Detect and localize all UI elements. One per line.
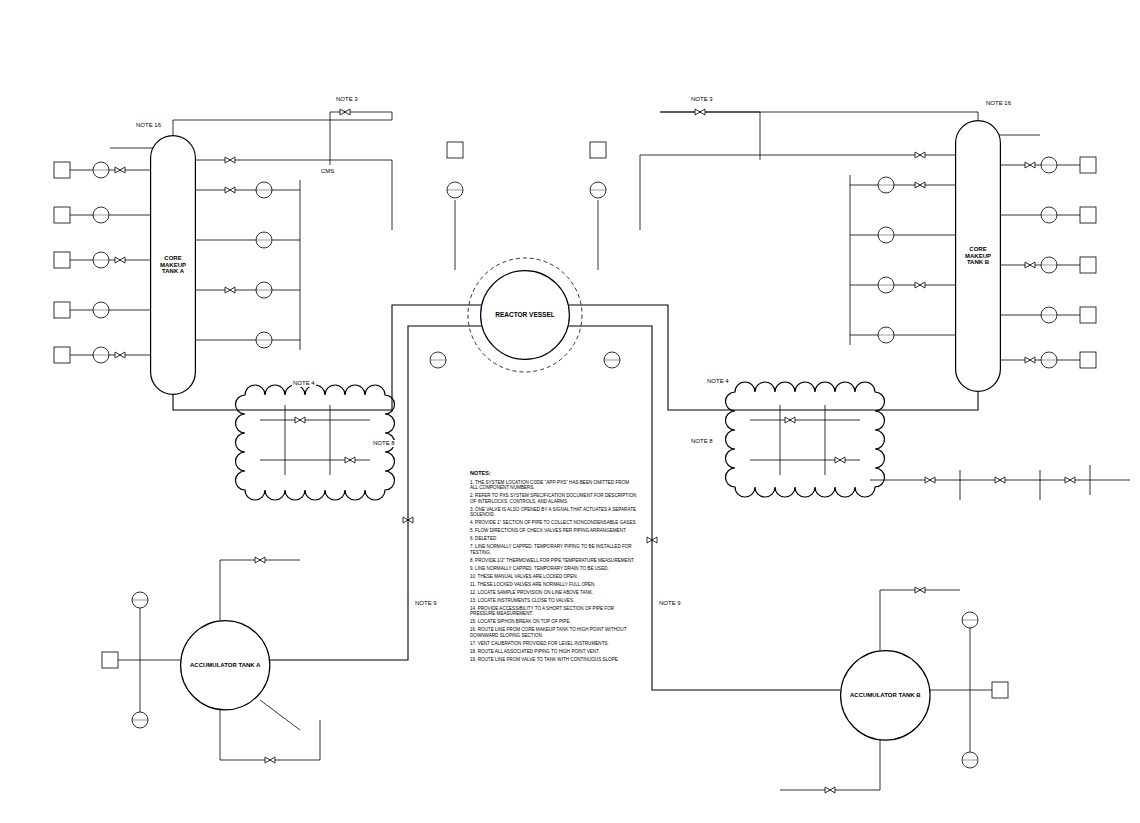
tank-label: ACCUMULATOR TANK A [187,662,263,669]
pipe-line [270,326,481,660]
note-text: 6. DELETED [470,536,638,542]
note-reference: NOTE 16 [985,100,1012,107]
notes-heading: NOTES: [470,470,638,477]
note-text: 7. LINE NORMALLY CAPPED. TEMPORARY PIPIN… [470,544,638,555]
note-text: 19. ROUTE LINE FROM VALVE TO TANK WITH C… [470,657,638,663]
tank-capsule [956,121,1001,392]
note-reference: CMS [320,168,335,175]
note-text: 8. PROVIDE 1/2" THERMOWELL FOR PIPE TEMP… [470,558,638,564]
core-makeup-tank: CORE MAKEUP TANK B [955,120,1001,392]
note-text: 5. FLOW DIRECTIONS OF CHECK VALVES PER P… [470,528,638,534]
note-reference: NOTE 9 [658,600,682,607]
note-reference: NOTE 3 [690,96,714,103]
vessel-circle [181,621,270,710]
vessel-circle [481,271,570,360]
tank-label: CORE MAKEUP TANK B [955,246,1001,267]
note-reference: NOTE 16 [135,122,162,129]
note-text: 13. LOCATE INSTRUMENTS CLOSE TO VALVES. [470,598,638,604]
vessel-circle [841,651,930,740]
note-text: 17. VENT CALIBRATION PROVIDED FOR LEVEL … [470,641,638,647]
note-text: 14. PROVIDE ACCESSIBILITY TO A SHORT SEC… [470,606,638,617]
note-text: 12. LOCATE SAMPLE PROVISION ON LINE ABOV… [470,590,638,596]
note-text: 10. THESE MANUAL VALVES ARE LOCKED OPEN. [470,574,638,580]
note-text: 11. THESE LOCKED VALVES ARE NORMALLY FUL… [470,582,638,588]
note-reference: NOTE 9 [414,600,438,607]
note-reference: NOTE 4 [292,380,316,387]
note-reference: NOTE 8 [372,440,396,447]
note-reference: NOTE 3 [335,96,359,103]
note-reference: NOTE 4 [706,378,730,385]
pipe-line [569,305,978,410]
note-text: 3. ONE VALVE IS ALSO OPENED BY A SIGNAL … [470,507,638,518]
core-makeup-tank: CORE MAKEUP TANK A [150,135,196,395]
tank-capsule [151,136,196,395]
accumulator-tank: ACCUMULATOR TANK A [180,620,270,710]
note-text: 1. THE SYSTEM LOCATION CODE "APP-PXS" HA… [470,480,638,491]
tank-label: ACCUMULATOR TANK B [847,692,924,699]
note-text: 2. REFER TO PXS SYSTEM SPECIFICATION DOC… [470,493,638,504]
pipe-line [173,305,481,410]
accumulator-tank: ACCUMULATOR TANK B [840,650,931,741]
note-text: 15. LOCATE SIPHON BREAK ON TOP OF PIPE. [470,619,638,625]
note-text: 16. ROUTE LINE FROM CORE MAKEUP TANK TO … [470,627,638,638]
note-text: 9. LINE NORMALLY CAPPED. TEMPORARY DRAIN… [470,566,638,572]
note-reference: NOTE 8 [690,438,714,445]
tank-label: REACTOR VESSEL [492,311,557,318]
notes-column: NOTES: 1. THE SYSTEM LOCATION CODE "APP-P… [470,470,638,665]
reactor-vessel: REACTOR VESSEL [480,270,570,360]
tank-label: CORE MAKEUP TANK A [150,255,196,276]
note-text: 4. PROVIDE 1" SECTION OF PIPE TO COLLECT… [470,520,638,526]
note-text: 18. ROUTE ALL ASSOCIATED PIPING TO HIGH … [470,649,638,655]
